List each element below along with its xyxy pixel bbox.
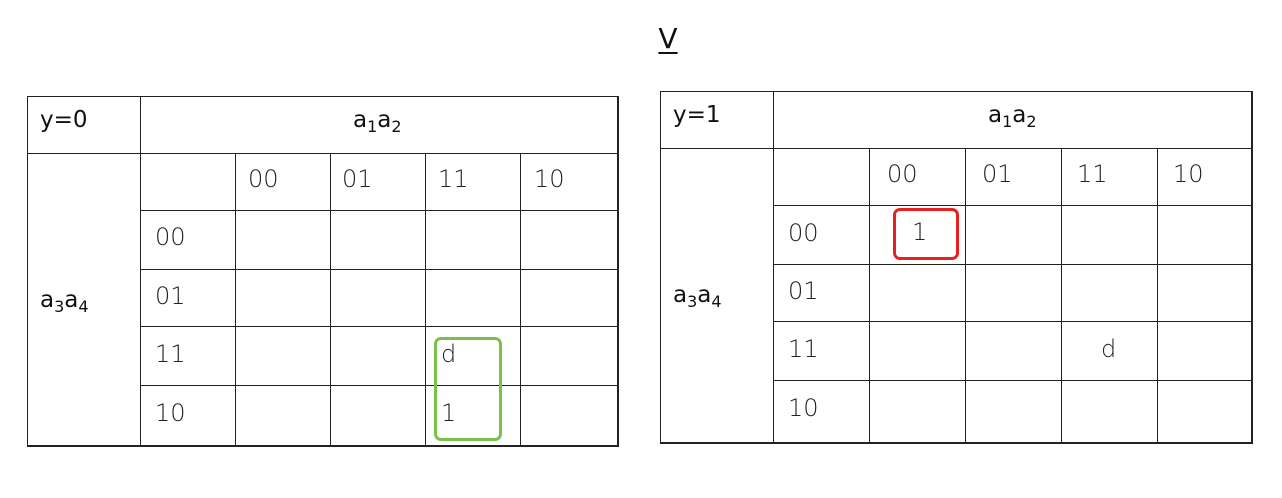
map-cell [520, 269, 619, 327]
row-code: 00 [788, 219, 819, 247]
cell-value: 1 [912, 218, 928, 246]
col-code: 11 [438, 165, 469, 193]
kmap-y0: y=0 a1a2 a3a4 00 01 11 10 00 01 11 10 d … [27, 96, 619, 447]
map-cell [1157, 264, 1253, 322]
row-variable-label: a3a4 [673, 282, 722, 311]
condition-label: y=1 [673, 102, 721, 128]
map-cell [330, 385, 426, 447]
map-cell [1061, 264, 1158, 322]
row-code: 01 [155, 282, 186, 310]
row-code: 11 [788, 335, 819, 363]
row-code: 10 [155, 399, 186, 427]
map-cell [425, 210, 521, 270]
map-cell [965, 264, 1062, 322]
condition-label: y=0 [40, 107, 88, 133]
row-code: 11 [155, 340, 186, 368]
row-code: 10 [788, 394, 819, 422]
map-cell [869, 380, 966, 444]
diagram-title: V [658, 22, 678, 55]
map-cell [1061, 380, 1158, 444]
cell-value: d [1101, 335, 1117, 363]
map-cell [425, 269, 521, 327]
map-cell [235, 326, 331, 386]
map-cell [1061, 205, 1158, 265]
map-cell [1157, 321, 1253, 381]
col-code-cell [965, 148, 1062, 206]
cell-value: d [441, 340, 457, 368]
map-cell [869, 321, 966, 381]
col-code: 11 [1077, 160, 1108, 188]
map-cell [965, 321, 1062, 381]
map-cell [330, 210, 426, 270]
map-cell [330, 326, 426, 386]
map-cell [235, 385, 331, 447]
col-code: 10 [1173, 160, 1204, 188]
map-cell [520, 385, 619, 447]
col-code: 10 [534, 165, 565, 193]
map-cell [520, 326, 619, 386]
kmap-y1: y=1 a1a2 a3a4 00 01 11 10 00 01 11 10 1 … [660, 91, 1253, 444]
map-cell [1157, 205, 1253, 265]
map-cell [1157, 380, 1253, 444]
column-variable-label: a1a2 [988, 102, 1037, 131]
map-cell [330, 269, 426, 327]
red-group-loop [893, 208, 959, 260]
map-cell [869, 264, 966, 322]
map-cell [235, 269, 331, 327]
column-variable-label: a1a2 [353, 107, 402, 136]
col-code: 01 [982, 160, 1013, 188]
col-code: 00 [248, 165, 279, 193]
map-cell [235, 210, 331, 270]
corner-cell [140, 153, 236, 211]
col-code-cell [1061, 148, 1158, 206]
row-variable-label: a3a4 [40, 287, 89, 316]
map-cell [520, 210, 619, 270]
cell-value: 1 [441, 399, 457, 427]
map-cell [965, 380, 1062, 444]
col-code: 01 [342, 165, 373, 193]
row-code: 00 [155, 223, 186, 251]
green-group-loop [434, 337, 502, 441]
corner-cell [773, 148, 870, 206]
map-cell [965, 205, 1062, 265]
col-code-cell [1157, 148, 1253, 206]
row-code: 01 [788, 277, 819, 305]
col-code: 00 [887, 160, 918, 188]
